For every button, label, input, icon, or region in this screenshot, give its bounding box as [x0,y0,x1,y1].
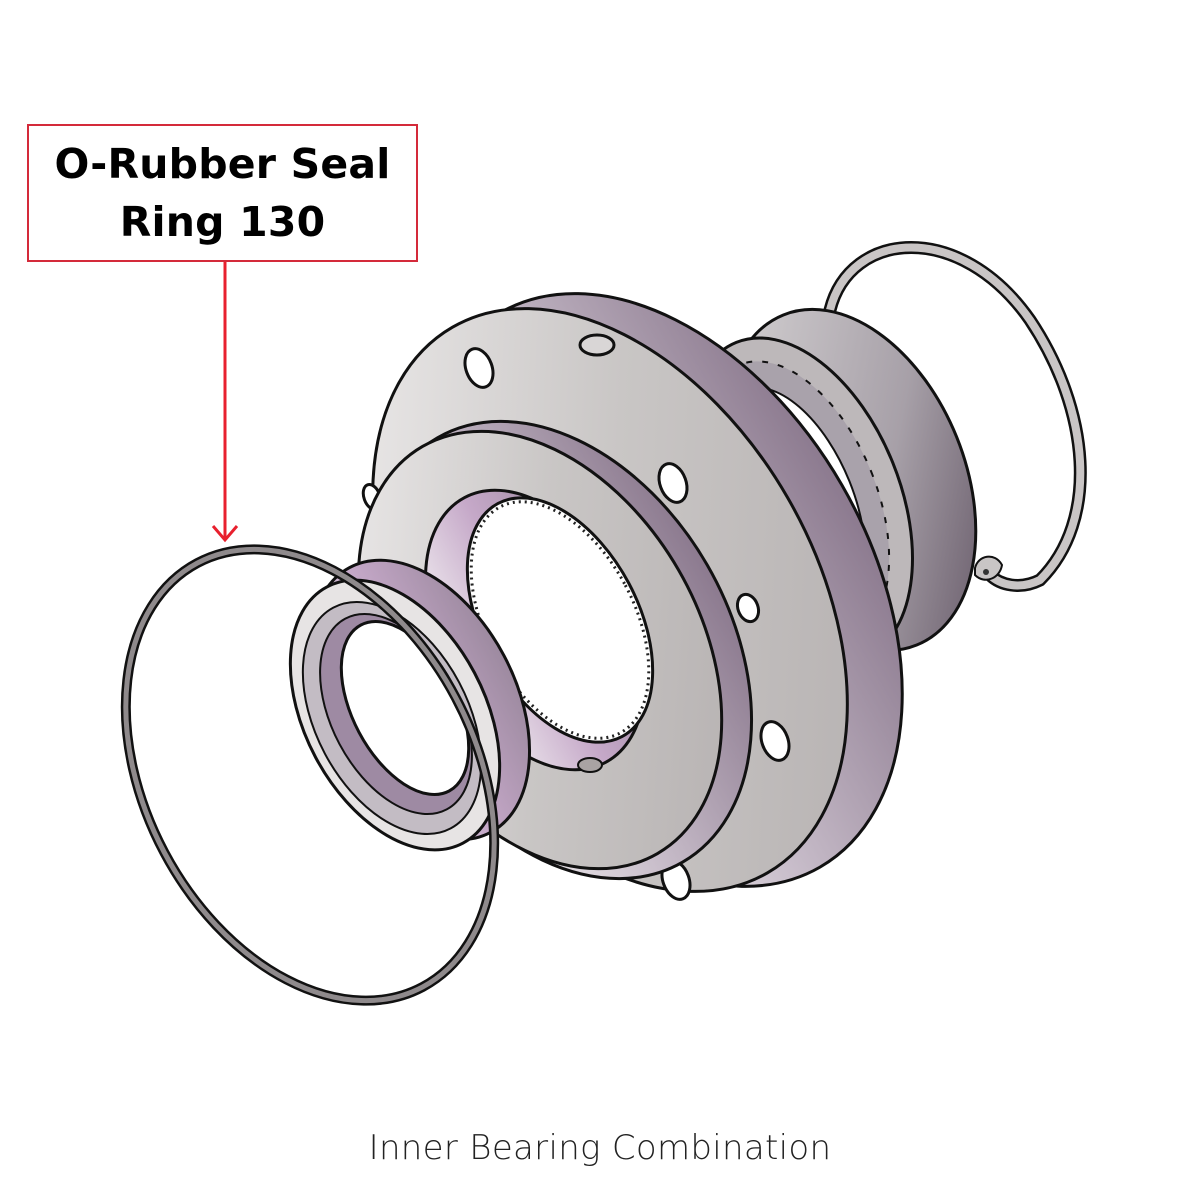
figure-caption: Inner Bearing Combination [368,1128,832,1168]
callout-arrow [211,262,239,543]
o-ring-seal [120,544,500,1006]
bolt-holes [361,347,791,901]
part-callout-label: O-Rubber Seal Ring 130 [27,124,418,262]
retaining-circlip [823,241,1087,592]
callout-line-2: Ring 130 [119,198,326,246]
oil-seal [288,558,532,852]
callout-line-1: O-Rubber Seal [54,140,391,188]
